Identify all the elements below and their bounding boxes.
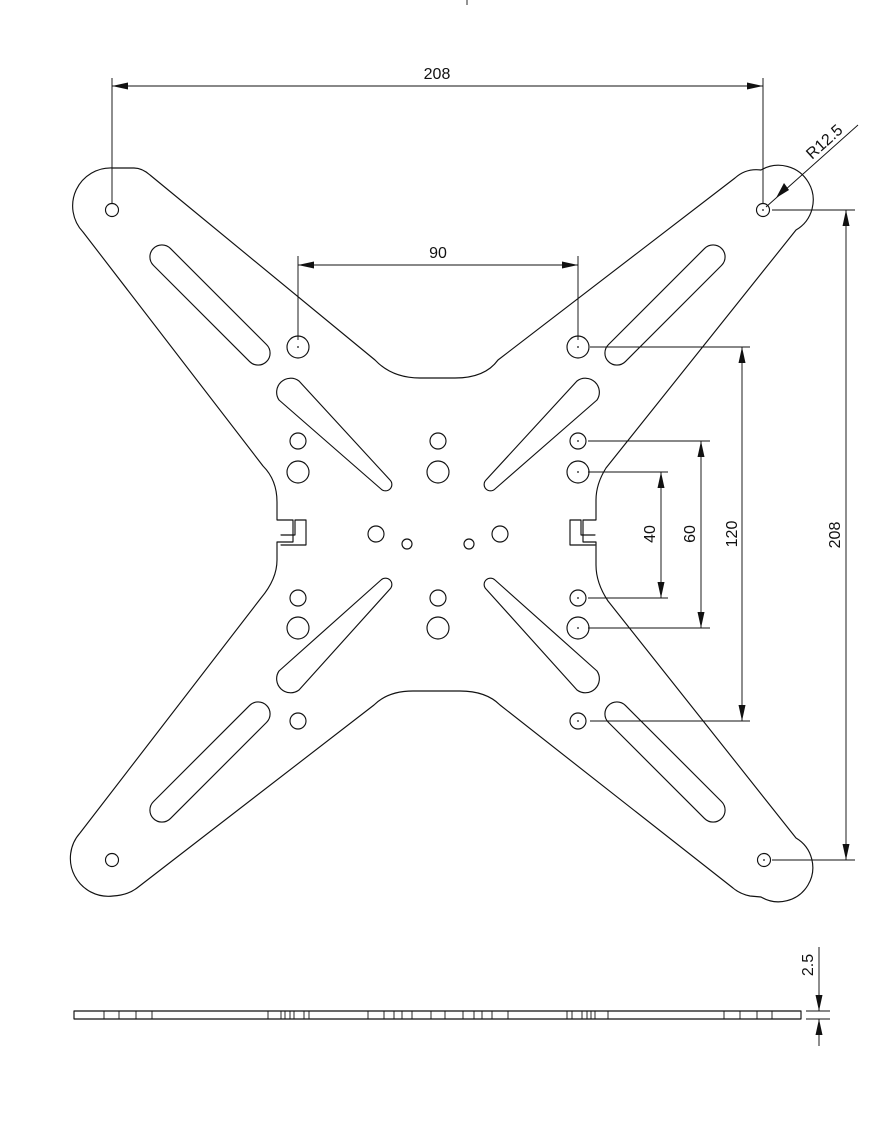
- plate-side-view: [73, 1010, 802, 1020]
- corner-hole: [104, 202, 120, 218]
- dim-inner-spacing: 90: [429, 245, 447, 262]
- dim-overall-width: 208: [424, 66, 451, 83]
- mount-hole: [426, 616, 450, 640]
- plate-top-view: [69, 164, 814, 903]
- inner-slot: [276, 577, 393, 694]
- medium-hole: [429, 589, 447, 607]
- dim-spacing-120: 120: [724, 521, 741, 548]
- dim-spacing-40: 40: [642, 525, 659, 543]
- medium-hole: [289, 432, 307, 450]
- mount-hole: [286, 460, 310, 484]
- medium-hole: [569, 432, 587, 450]
- side-profile: [73, 1010, 802, 1020]
- mount-hole: [286, 616, 310, 640]
- outer-slot: [604, 701, 726, 823]
- medium-hole: [569, 589, 587, 607]
- dim-spacing-60: 60: [682, 525, 699, 543]
- small-center-hole: [463, 538, 475, 550]
- medium-hole: [569, 712, 587, 730]
- medium-hole: [429, 432, 447, 450]
- center-hole: [491, 525, 509, 543]
- inner-slot: [276, 377, 393, 492]
- dim-thickness: 2.5: [800, 954, 817, 976]
- thickness-dimension: 2.5: [800, 947, 830, 1046]
- dimensions: 208 90 R12.5 208 120 60: [111, 66, 859, 861]
- center-hole: [367, 525, 385, 543]
- outer-slot: [604, 244, 726, 366]
- right-notch: [569, 519, 596, 546]
- dim-overall-height: 208: [827, 522, 844, 549]
- dim-corner-radius: R12.5: [803, 122, 846, 163]
- inner-slot: [483, 577, 600, 694]
- outer-slot: [149, 701, 271, 823]
- mount-hole: [426, 460, 450, 484]
- plate-outline: [69, 164, 814, 903]
- medium-hole: [289, 589, 307, 607]
- outer-slot: [149, 244, 271, 366]
- left-notch: [280, 519, 307, 546]
- corner-hole: [104, 852, 120, 868]
- inner-slot: [483, 377, 600, 492]
- corner-hole: [756, 852, 772, 868]
- medium-hole: [289, 712, 307, 730]
- small-center-hole: [401, 538, 413, 550]
